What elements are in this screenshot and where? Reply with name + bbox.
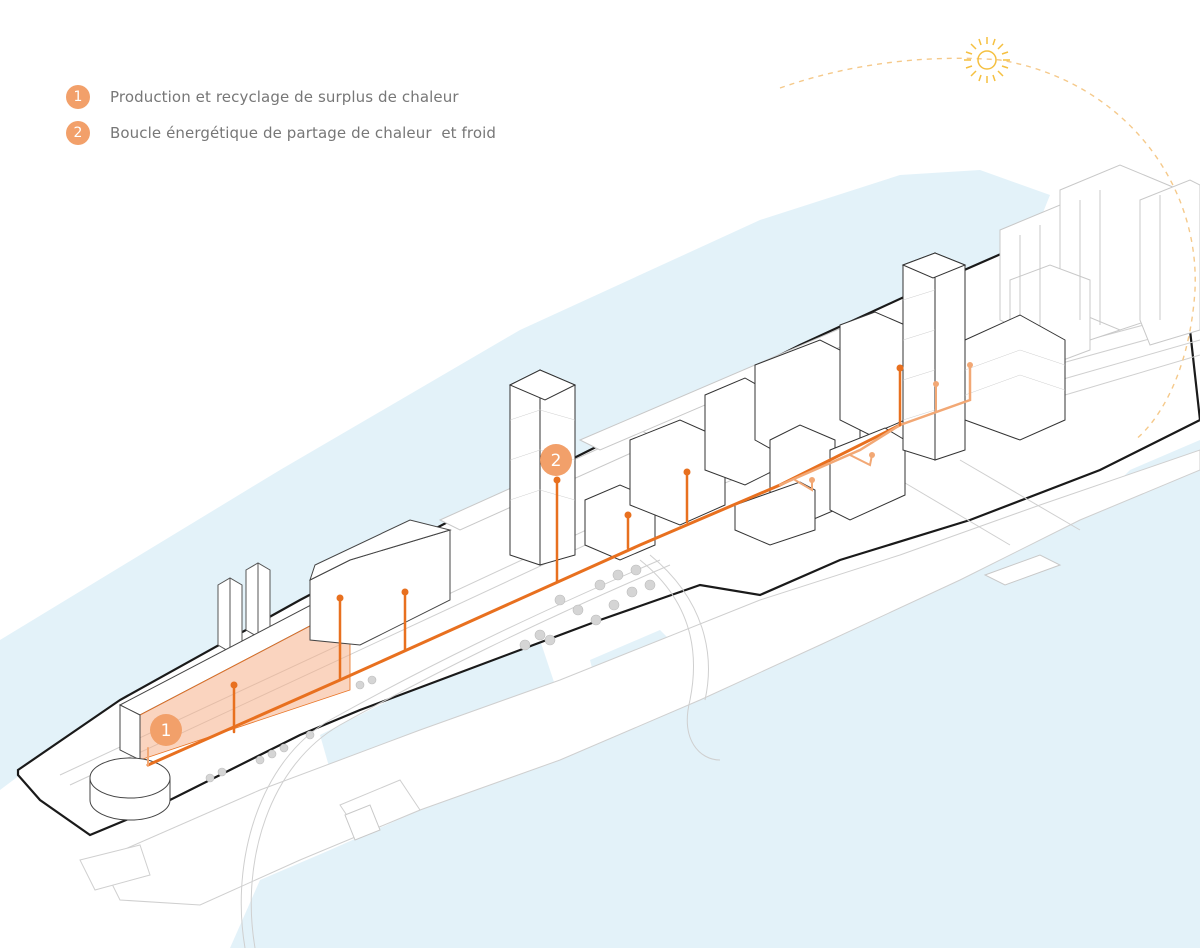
legend-label-2: Boucle énergétique de partage de chaleur… [110, 124, 496, 142]
bridge-road-2 [649, 554, 709, 701]
map-marker-2: 2 [540, 444, 572, 476]
tree [534, 629, 546, 641]
marker-2-label: 2 [551, 451, 562, 471]
legend-item-1: 1 Production et recyclage de surplus de … [66, 84, 496, 110]
legend: 1 Production et recyclage de surplus de … [66, 84, 496, 156]
tree [644, 579, 656, 591]
rail-6 [1064, 354, 1200, 396]
network-node [336, 594, 344, 602]
network-node [683, 468, 691, 476]
tower-2-top [508, 369, 577, 401]
hotel-block-top [309, 519, 452, 581]
pavilion-top [89, 757, 171, 799]
block-e [839, 311, 906, 436]
small-building-lower [344, 804, 381, 841]
block-far-right [964, 314, 1066, 441]
tree [590, 614, 602, 626]
network-node [230, 681, 238, 689]
sun-icon [964, 37, 1010, 83]
tree [205, 773, 215, 783]
marker-1-badge [150, 714, 182, 746]
network-node-light [809, 477, 815, 483]
tree [612, 569, 624, 581]
sun-path-arc [779, 57, 1196, 441]
tree [305, 730, 315, 740]
map-marker-1: 1 [150, 714, 182, 746]
tree [572, 604, 584, 616]
network-node-light [967, 362, 973, 368]
legend-label-1: Production et recyclage de surplus de ch… [110, 88, 459, 106]
trees [205, 564, 656, 783]
district-buildings [508, 252, 1066, 566]
legend-number-1: 1 [66, 85, 90, 109]
tower-right-top [901, 252, 967, 279]
inner-basin-a [320, 640, 560, 775]
tree [355, 680, 365, 690]
tree [630, 564, 642, 576]
pier-b [79, 844, 151, 891]
round-pavilion [89, 757, 171, 821]
bridge-road [639, 559, 721, 761]
road-curve [240, 559, 661, 948]
network-node [401, 588, 409, 596]
tower-2-left [509, 369, 541, 566]
tree [367, 675, 377, 685]
quay-line [959, 459, 1081, 531]
silo-block-3 [1139, 179, 1200, 346]
network-node [553, 476, 561, 484]
lower-basin [230, 470, 1200, 948]
network-node-light [933, 381, 939, 387]
legend-number-2: 2 [66, 121, 90, 145]
marker-1-label: 1 [161, 721, 172, 741]
energy-network [146, 363, 972, 767]
quay-line-2 [899, 479, 1011, 546]
tree [255, 755, 265, 765]
tree [544, 634, 556, 646]
network-node-light [869, 452, 875, 458]
network-main-line [146, 423, 902, 767]
production-building [118, 519, 452, 761]
tower-right-left [902, 252, 936, 461]
rail-5 [1059, 339, 1200, 381]
tree [594, 579, 606, 591]
left-towers [217, 562, 271, 653]
network-node [624, 511, 632, 519]
tree [554, 594, 566, 606]
road-curve-2 [250, 564, 671, 948]
warehouse-right [983, 554, 1062, 586]
tree [608, 599, 620, 611]
network-light-branch [849, 454, 873, 467]
production-building-end [119, 704, 141, 761]
marker-2-badge [540, 444, 572, 476]
tree [267, 749, 277, 759]
tree [519, 639, 531, 651]
network-nodes [230, 362, 973, 689]
network-light-branch [794, 479, 813, 492]
network-node [896, 364, 904, 372]
tower-right-right [934, 252, 966, 461]
tree [279, 743, 289, 753]
tree [626, 586, 638, 598]
tree [217, 767, 227, 777]
block-b [629, 419, 726, 526]
legend-item-2: 2 Boucle énergétique de partage de chale… [66, 120, 496, 146]
